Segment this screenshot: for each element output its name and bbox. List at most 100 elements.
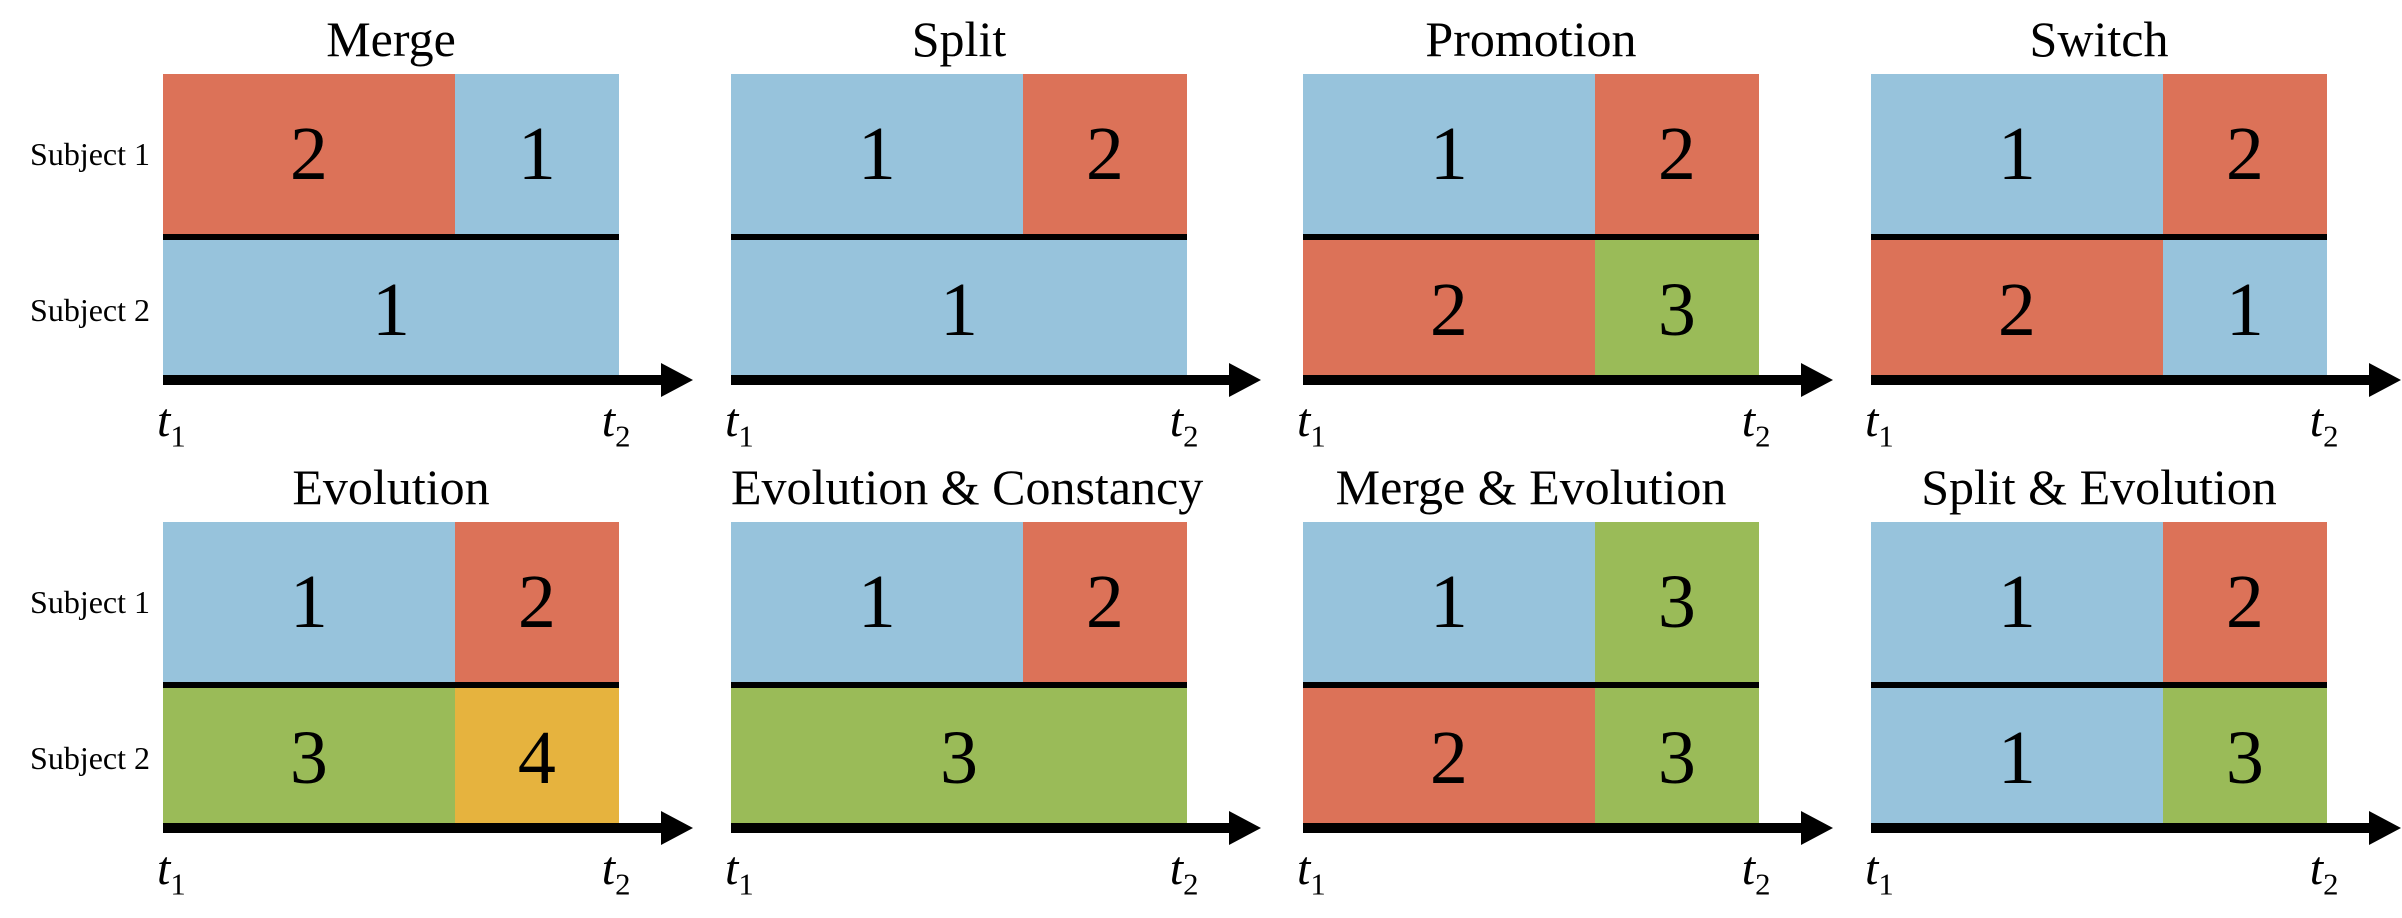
interval-segment: 2 (1871, 240, 2163, 380)
t2-label-base: t (601, 394, 616, 447)
t1-label: t1 (725, 840, 754, 900)
t2-label-subscript: 2 (1755, 867, 1771, 902)
t1-label-subscript: 1 (738, 867, 754, 902)
t1-label-base: t (1297, 394, 1311, 447)
community-number: 2 (1429, 268, 1468, 352)
community-number: 2 (517, 560, 556, 644)
t2-label-base: t (1169, 394, 1184, 447)
subject-divider-line (1303, 234, 1759, 240)
interval-segment: 1 (1871, 522, 2163, 682)
interval-segment: 2 (2162, 74, 2327, 234)
subject2-row: 3 (731, 688, 1187, 828)
t2-label: t2 (2309, 392, 2339, 452)
community-number: 1 (517, 112, 556, 196)
community-number: 1 (857, 112, 896, 196)
t1-label: t1 (1865, 392, 1894, 452)
community-number: 2 (1085, 112, 1124, 196)
community-number: 1 (1997, 716, 2036, 800)
community-number: 2 (2225, 112, 2264, 196)
t2-label-subscript: 2 (615, 867, 631, 902)
time-axis-line (1871, 375, 2371, 385)
t1-label-base: t (157, 394, 171, 447)
t2-label-subscript: 2 (2323, 867, 2339, 902)
t1-label: t1 (1297, 392, 1326, 452)
community-number: 2 (1997, 268, 2036, 352)
community-number: 1 (1429, 560, 1468, 644)
t2-label-base: t (2309, 394, 2324, 447)
t1-label: t1 (1865, 840, 1894, 900)
panel-title: Promotion (1425, 11, 1637, 67)
subject-divider-line (1871, 682, 2327, 688)
interval-segment: 2 (1303, 240, 1595, 380)
t2-label-subscript: 2 (615, 419, 631, 454)
community-number: 1 (372, 268, 410, 352)
community-number: 3 (1657, 560, 1696, 644)
t2-label-subscript: 2 (1183, 867, 1199, 902)
t2-label-subscript: 2 (1755, 419, 1771, 454)
t2-label: t2 (601, 392, 631, 452)
time-axis-arrowhead-icon (1801, 811, 1833, 845)
time-axis-arrowhead-icon (661, 363, 693, 397)
t2-label-subscript: 2 (2323, 419, 2339, 454)
t1-label: t1 (157, 392, 186, 452)
time-axis-arrowhead-icon (2369, 811, 2401, 845)
interval-segment: 3 (163, 688, 455, 828)
subject-label: Subject 2 (30, 740, 150, 776)
time-axis-arrowhead-icon (1801, 363, 1833, 397)
time-axis-line (1871, 823, 2371, 833)
interval-segment: 2 (163, 74, 455, 234)
community-number: 2 (1085, 560, 1124, 644)
interval-segment: 2 (1594, 74, 1759, 234)
t1-label-base: t (725, 842, 739, 895)
community-number: 4 (517, 716, 556, 800)
t2-label: t2 (1170, 840, 1199, 900)
t2-label-base: t (1741, 394, 1756, 447)
subject-label: Subject 1 (30, 584, 150, 620)
community-number: 1 (857, 560, 896, 644)
community-number: 3 (1657, 716, 1696, 800)
interval-segment: 1 (1871, 74, 2163, 234)
subject-label: Subject 2 (30, 292, 150, 328)
time-axis-arrowhead-icon (1229, 363, 1261, 397)
panel-title: Split & Evolution (1921, 459, 2277, 515)
t1-label: t1 (157, 840, 186, 900)
subject-label: Subject 1 (30, 136, 150, 172)
t2-label-base: t (1741, 842, 1756, 895)
t1-label-subscript: 1 (1878, 419, 1894, 454)
interval-segment: 3 (1594, 688, 1759, 828)
interval-segment: 1 (731, 240, 1187, 380)
interval-segment: 1 (731, 74, 1023, 234)
t2-label-base: t (601, 842, 616, 895)
community-number: 1 (289, 560, 328, 644)
time-axis-line (1303, 823, 1803, 833)
community-number: 1 (940, 268, 978, 352)
subject-divider-line (1303, 682, 1759, 688)
interval-segment: 1 (454, 74, 619, 234)
subject-divider-line (731, 682, 1187, 688)
subject-divider-line (1871, 234, 2327, 240)
time-axis-line (163, 375, 663, 385)
panel-title: Merge & Evolution (1335, 459, 1727, 515)
community-number: 2 (1429, 716, 1468, 800)
community-number: 1 (1429, 112, 1468, 196)
time-axis-line (731, 375, 1231, 385)
community-number: 3 (289, 716, 328, 800)
time-axis-arrowhead-icon (661, 811, 693, 845)
community-number: 1 (2225, 268, 2264, 352)
community-number: 1 (1997, 560, 2036, 644)
community-number: 3 (940, 716, 978, 800)
time-axis-line (1303, 375, 1803, 385)
